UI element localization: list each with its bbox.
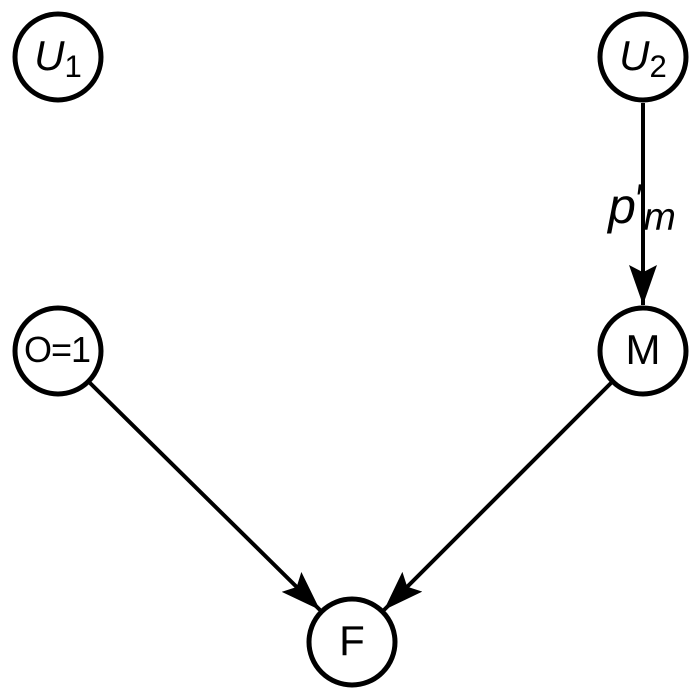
node-o-label: O=1 <box>23 329 91 370</box>
node-u2-label: U2 <box>619 32 667 82</box>
node-m-circle <box>597 305 689 397</box>
node-m-label-text: M <box>625 326 661 373</box>
node-f-circle <box>306 596 398 688</box>
node-u1-label-base: U <box>34 32 65 79</box>
node-f-label: F <box>339 620 365 662</box>
node-u2-label-base: U <box>619 32 650 79</box>
node-o-circle <box>12 305 104 397</box>
edge-label-prime: ′ <box>635 176 644 221</box>
edge-label-subscript: m <box>643 196 676 239</box>
node-u1-label: U1 <box>34 32 82 82</box>
edge-m-to-f <box>382 381 613 612</box>
edge-label-subscript-text: m <box>643 196 676 240</box>
node-o-label-text: O=1 <box>23 329 91 370</box>
node-m-label: M <box>626 329 661 371</box>
node-f-label-text: F <box>339 617 365 664</box>
edge-label-base: p <box>608 178 636 235</box>
node-u2-label-subscript: 2 <box>649 48 667 84</box>
node-u2-circle <box>597 11 689 103</box>
edge-o-to-f <box>88 381 322 612</box>
edge-u2-m-label: p′m <box>608 176 676 237</box>
node-u1-circle <box>12 11 104 103</box>
node-u1-label-subscript: 1 <box>64 48 82 84</box>
